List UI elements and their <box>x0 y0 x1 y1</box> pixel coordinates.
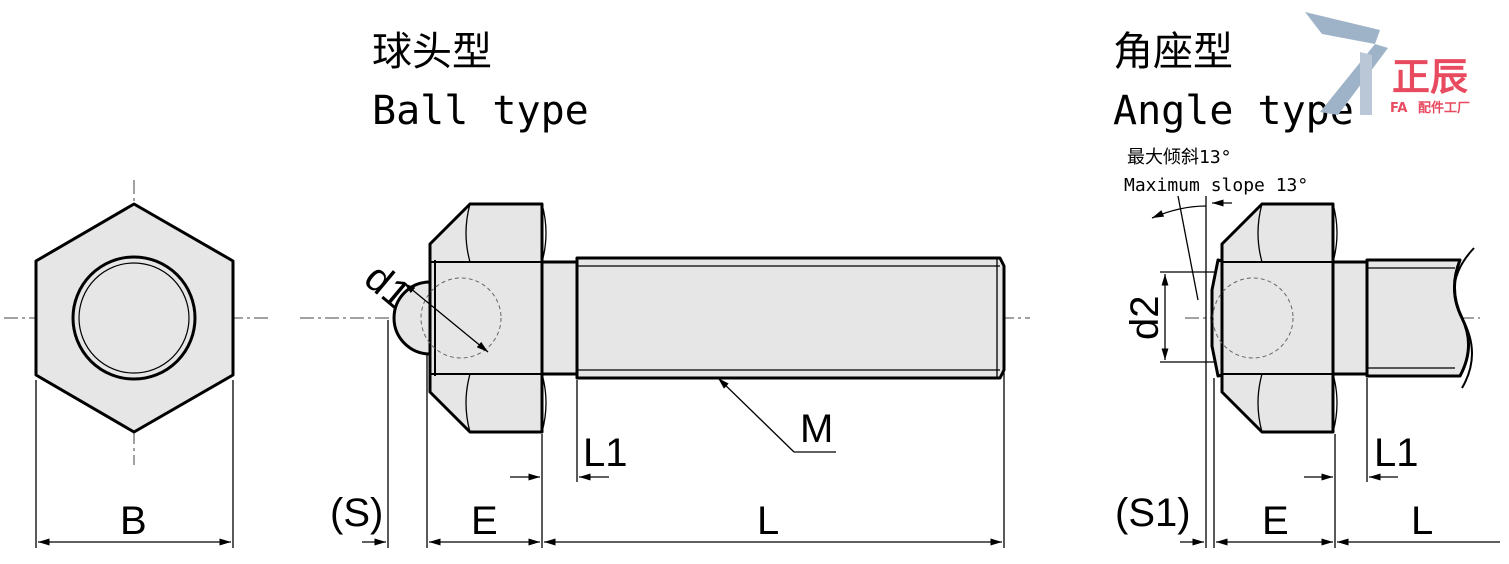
dim-L-angle: L <box>1411 499 1433 543</box>
dim-L-ball: L <box>757 499 779 543</box>
angle-title-en: Angle type <box>1113 88 1354 134</box>
dim-d2: d2 <box>1123 296 1167 341</box>
angle-title-cn: 角座型 <box>1113 29 1233 75</box>
hex-end-view: B <box>4 180 268 548</box>
dim-S1: (S1) <box>1115 491 1191 535</box>
logo-subtext: 配件工厂 <box>1418 100 1470 116</box>
ball-type-view: d1 M L1 (S) E L <box>300 202 1030 548</box>
dim-M: M <box>800 407 833 451</box>
logo-text: 正辰 <box>1392 55 1468 99</box>
note-cn: 最大倾斜13° <box>1127 147 1232 168</box>
dim-L1-angle: L1 <box>1374 431 1419 475</box>
logo-fa: FA <box>1390 101 1407 116</box>
dim-B: B <box>120 499 147 543</box>
dim-E-angle: E <box>1262 499 1289 543</box>
ball-title-en: Ball type <box>372 88 589 134</box>
dim-E-ball: E <box>471 499 498 543</box>
ball-title-cn: 球头型 <box>372 29 492 75</box>
note-en: Maximum slope 13° <box>1124 175 1308 196</box>
brand-logo: 正辰 FA 配件工厂 <box>1305 12 1470 116</box>
angle-type-view: 最大倾斜13° Maximum slope 13° d2 L1 <box>1115 147 1500 548</box>
dim-L1-ball: L1 <box>583 431 628 475</box>
dim-S: (S) <box>330 491 383 535</box>
